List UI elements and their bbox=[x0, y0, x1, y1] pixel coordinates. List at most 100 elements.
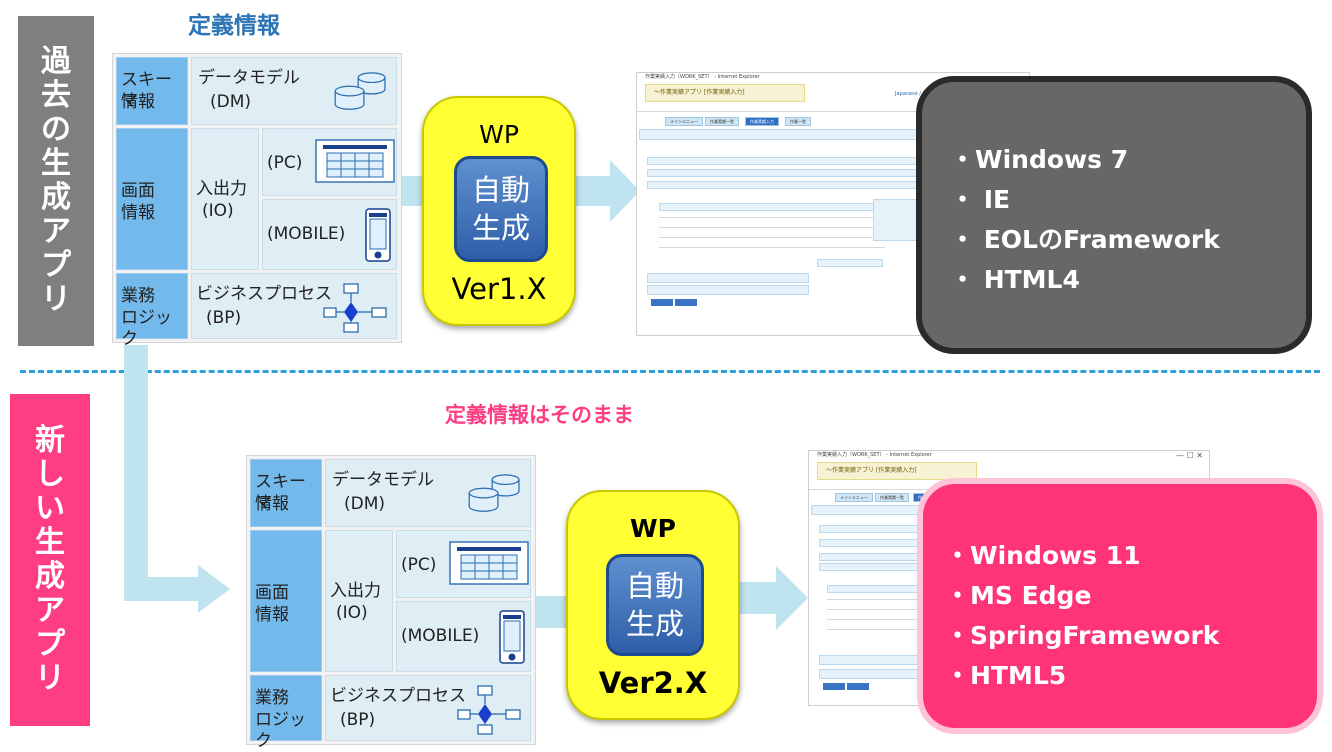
flowchart-icon bbox=[457, 685, 521, 735]
form-row bbox=[819, 553, 921, 561]
logic-label-line1: 業務 bbox=[121, 286, 155, 306]
wp-version: Ver1.X bbox=[451, 272, 547, 306]
tab-work-list[interactable]: 作業実績一覧 bbox=[705, 117, 739, 126]
environment-box-old: ・Windows 7 ・ IE ・ EOLのFramework ・ HTML4 bbox=[916, 76, 1312, 354]
logic-label-line2: ロジック bbox=[121, 308, 172, 349]
arrow-right-icon bbox=[536, 596, 566, 628]
wp-generator-old: WP 自動 生成 Ver1.X bbox=[422, 96, 576, 326]
data-model-cell: データモデル (DM) bbox=[191, 57, 397, 125]
data-model-label: データモデル bbox=[332, 470, 434, 490]
back-button[interactable] bbox=[675, 299, 697, 306]
wp-generator-new: WP 自動 生成 Ver2.X bbox=[566, 490, 740, 720]
wp-title: WP bbox=[630, 514, 676, 543]
schema-label: スキーマ 情報 bbox=[116, 57, 188, 125]
screen-label: 画面 情報 bbox=[250, 530, 322, 672]
definition-block-new: スキーマ 情報 データモデル (DM) 画面 情報 入出力 (IO) (PC) bbox=[246, 455, 536, 751]
side-label-char: リ bbox=[35, 661, 65, 696]
pc-screen-icon bbox=[315, 139, 395, 183]
io-abbr: (IO) bbox=[336, 603, 368, 623]
logic-label: 業務 ロジック bbox=[250, 675, 322, 751]
screen-label: 画面 情報 bbox=[116, 128, 188, 270]
side-label-char: プ bbox=[35, 627, 65, 662]
environment-item: ・SpringFramework bbox=[945, 621, 1220, 650]
side-label-char: 生 bbox=[41, 146, 71, 181]
side-label-char: 過 bbox=[41, 44, 71, 79]
side-label-char: 新 bbox=[35, 423, 65, 458]
schema-label-line2: 情報 bbox=[255, 494, 289, 514]
pc-label: (PC) bbox=[401, 555, 437, 575]
side-label-char: ア bbox=[35, 593, 65, 628]
environment-box-new: ・Windows 11・MS Edge・SpringFramework・HTML… bbox=[917, 478, 1323, 734]
data-model-label: データモデル bbox=[198, 68, 300, 88]
environment-item: ・ HTML4 bbox=[950, 265, 1080, 294]
schema-label-line2: 情報 bbox=[121, 92, 155, 112]
bp-cell: ビジネスプロセス (BP) bbox=[325, 675, 531, 741]
register-button[interactable] bbox=[651, 299, 673, 306]
database-icon bbox=[468, 474, 520, 512]
auto-generate-badge: 自動 生成 bbox=[606, 554, 704, 656]
environment-list-new: ・Windows 11・MS Edge・SpringFramework・HTML… bbox=[945, 536, 1219, 696]
screen-label-line2: 情報 bbox=[121, 203, 155, 223]
browser-titlebar: 作業実績入力（WORK_SET） - Internet Explorer bbox=[817, 452, 932, 458]
tab-work-list[interactable]: 作業実績一覧 bbox=[875, 493, 909, 502]
register-button[interactable] bbox=[823, 683, 845, 690]
app-header: ～作業実績アプリ [作業実績入力] bbox=[645, 84, 805, 102]
bp-label: ビジネスプロセス bbox=[196, 284, 332, 304]
wp-title: WP bbox=[479, 120, 519, 149]
side-label-char: リ bbox=[41, 282, 71, 317]
mobile-icon bbox=[365, 208, 391, 262]
form-header-bar bbox=[811, 505, 923, 515]
environment-list-old: ・Windows 7 ・ IE ・ EOLのFramework ・ HTML4 bbox=[950, 140, 1220, 300]
form-row bbox=[819, 563, 921, 571]
logic-label-line1: 業務 bbox=[255, 688, 289, 708]
side-label-char: 生 bbox=[35, 525, 65, 560]
environment-item: ・Windows 7 bbox=[950, 145, 1129, 174]
tab-task-list[interactable]: 作業一覧 bbox=[785, 117, 811, 126]
environment-item: ・ EOLのFramework bbox=[950, 225, 1220, 254]
environment-item: ・ IE bbox=[950, 185, 1011, 214]
browser-titlebar: 作業実績入力（WORK_SET） - Internet Explorer bbox=[645, 74, 760, 80]
auto-generate-line1: 自動 bbox=[471, 173, 530, 207]
table-header bbox=[659, 203, 887, 211]
schema-label-line1: スキーマ bbox=[121, 70, 172, 111]
table-header bbox=[827, 585, 923, 593]
tab-main-menu[interactable]: メインメニュー bbox=[665, 117, 703, 126]
side-label-char: 成 bbox=[35, 559, 65, 594]
bp-label: ビジネスプロセス bbox=[330, 686, 466, 706]
back-button[interactable] bbox=[847, 683, 869, 690]
screen-label-line1: 画面 bbox=[121, 181, 155, 201]
arrow-right-icon bbox=[738, 566, 808, 630]
mobile-cell: (MOBILE) bbox=[262, 199, 397, 270]
side-label-char: の bbox=[41, 112, 71, 147]
side-label-old-app: 過去の生成アプリ bbox=[18, 16, 94, 346]
tab-main-menu[interactable]: メインメニュー bbox=[835, 493, 873, 502]
io-label: 入出力 bbox=[196, 179, 247, 199]
io-abbr: (IO) bbox=[202, 201, 234, 221]
arrow-right-icon bbox=[574, 160, 640, 222]
pc-screen-icon bbox=[449, 541, 529, 585]
window-controls[interactable]: — ☐ ✕ bbox=[1176, 451, 1203, 460]
definition-block-old: スキーマ 情報 データモデル (DM) 画面 情報 入出力 (IO) (PC) bbox=[112, 53, 402, 349]
mobile-label: (MOBILE) bbox=[267, 224, 346, 244]
mail-row bbox=[647, 285, 809, 295]
side-label-char: 去 bbox=[41, 78, 71, 113]
mobile-label: (MOBILE) bbox=[401, 626, 480, 646]
auto-generate-line1: 自動 bbox=[625, 569, 684, 603]
schema-label-line1: スキーマ bbox=[255, 472, 306, 513]
schema-label: スキーマ 情報 bbox=[250, 459, 322, 527]
auto-generate-line2: 生成 bbox=[471, 211, 530, 245]
data-model-cell: データモデル (DM) bbox=[325, 459, 531, 527]
form-row bbox=[819, 525, 921, 533]
wp-version: Ver2.X bbox=[598, 666, 708, 700]
bp-abbr: (BP) bbox=[206, 308, 242, 328]
heading-definition-unchanged: 定義情報はそのまま bbox=[445, 403, 634, 427]
auto-generate-badge: 自動 生成 bbox=[454, 156, 548, 262]
tab-work-input[interactable]: 作業実績入力 bbox=[745, 117, 779, 126]
attachment-row bbox=[647, 273, 809, 283]
pc-label: (PC) bbox=[267, 153, 303, 173]
data-model-abbr: (DM) bbox=[210, 92, 252, 112]
arrow-down-right-icon bbox=[124, 345, 230, 613]
environment-item: ・Windows 11 bbox=[945, 541, 1141, 570]
mobile-icon bbox=[499, 610, 525, 664]
section-divider bbox=[20, 370, 1320, 373]
